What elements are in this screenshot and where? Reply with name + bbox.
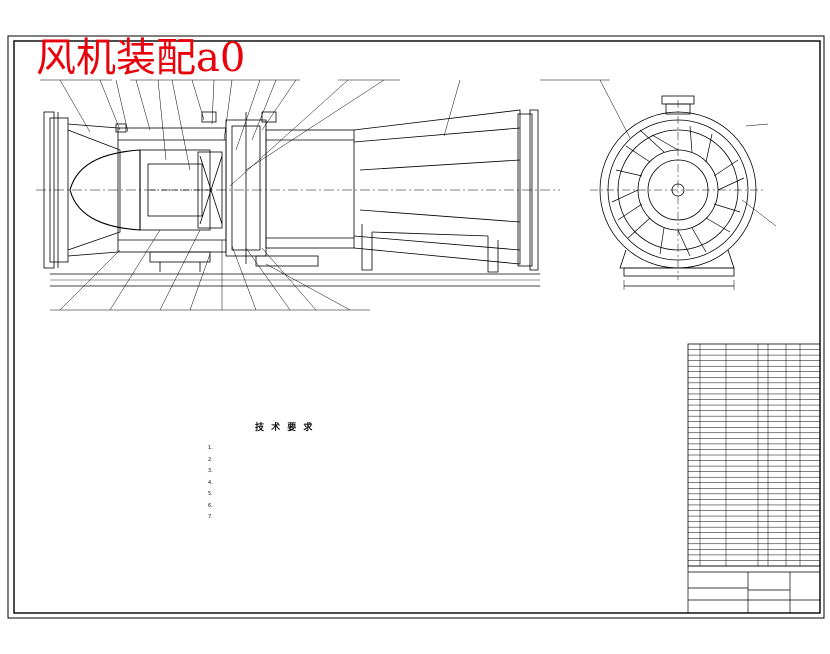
tech-line: 5. — [208, 491, 213, 497]
tech-line: 1. — [208, 445, 213, 451]
sheet-border-outer — [7, 35, 825, 619]
drawing-title: 风机装配a0 — [36, 35, 246, 81]
title-block — [687, 565, 821, 614]
fan-front-view — [590, 95, 766, 290]
tech-line: 6. — [208, 502, 213, 509]
tech-line: 7. — [208, 514, 213, 520]
tech-line: 4. — [208, 479, 213, 486]
front-view-leaders — [540, 79, 777, 227]
callout-leaders-bottom — [50, 229, 370, 311]
parts-list-table — [687, 343, 821, 567]
callout-leaders-top — [40, 79, 461, 187]
technical-requirements-heading: 技 术 要 求 — [255, 423, 315, 433]
technical-requirements-list: 1. 2. 3. 4. 5. 6. 7. — [208, 443, 508, 524]
tech-line: 2. — [208, 456, 213, 463]
sheet-border-inner — [13, 40, 821, 614]
tech-line: 3. — [208, 468, 213, 474]
fan-side-view — [36, 109, 560, 287]
